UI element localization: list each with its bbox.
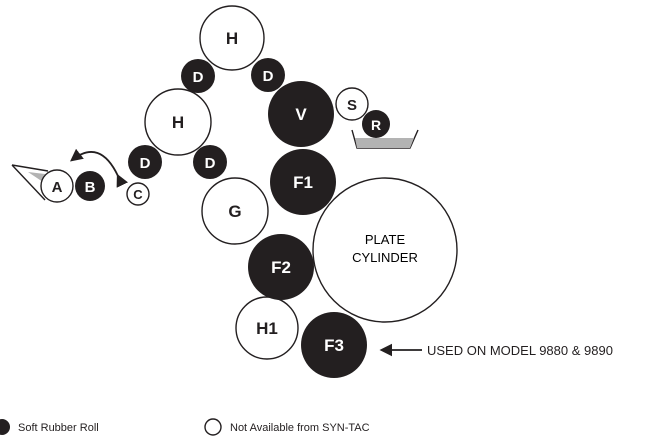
roll-d-top-right: D [251, 58, 285, 92]
roll-f1-label: F1 [293, 173, 313, 192]
roll-h1: H1 [235, 296, 299, 360]
roll-h-mid-label: H [172, 113, 184, 132]
roll-s-label: S [347, 97, 357, 114]
roll-h1-label: H1 [256, 319, 278, 338]
roll-f2-label: F2 [271, 258, 291, 277]
roll-d-mid-right: D [193, 145, 227, 179]
roll-c-label: C [133, 187, 143, 202]
legend: Soft Rubber Roll Not Available from SYN-… [0, 418, 370, 436]
roll-c: C [126, 182, 150, 206]
plate-cylinder-label-line1: PLATE [365, 232, 406, 247]
roll-a: A [40, 169, 74, 203]
roll-v: V [268, 81, 334, 147]
roll-a-label: A [52, 179, 63, 196]
roll-g-label: G [228, 202, 241, 221]
roll-d-top-left: D [181, 59, 215, 93]
ink-tray-right-fill [355, 138, 414, 148]
roll-h-top-label: H [226, 29, 238, 48]
legend-soft-roll-label: Soft Rubber Roll [18, 422, 99, 434]
plate-cylinder: PLATE CYLINDER [312, 177, 458, 323]
legend-soft-roll-swatch [0, 419, 10, 435]
legend-not-available-label: Not Available from SYN-TAC [230, 422, 370, 434]
roll-b-label: B [85, 179, 96, 196]
annotation-text: USED ON MODEL 9880 & 9890 [427, 343, 613, 358]
roll-f2: F2 [248, 234, 314, 300]
curved-double-arrow [70, 148, 129, 188]
roll-d-top-right-label: D [263, 68, 274, 85]
roll-d-mid-left: D [128, 145, 162, 179]
roll-f3-label: F3 [324, 336, 344, 355]
roll-f3: F3 [301, 312, 367, 378]
roll-d-mid-left-label: D [140, 155, 151, 172]
roll-h-top: H [199, 5, 265, 71]
ink-tray-left [11, 164, 49, 201]
roll-h-mid: H [144, 88, 212, 156]
plate-cylinder-label-line2: CYLINDER [352, 250, 418, 265]
legend-not-available-swatch [204, 418, 222, 436]
roll-r-label: R [371, 117, 381, 133]
roll-d-mid-right-label: D [205, 155, 216, 172]
roll-g: G [201, 177, 269, 245]
roll-s: S [335, 87, 369, 121]
roll-d-top-left-label: D [193, 69, 204, 86]
roll-f1: F1 [270, 149, 336, 215]
roll-r: R [362, 110, 390, 138]
roll-b: B [75, 171, 105, 201]
roll-v-label: V [295, 105, 307, 124]
